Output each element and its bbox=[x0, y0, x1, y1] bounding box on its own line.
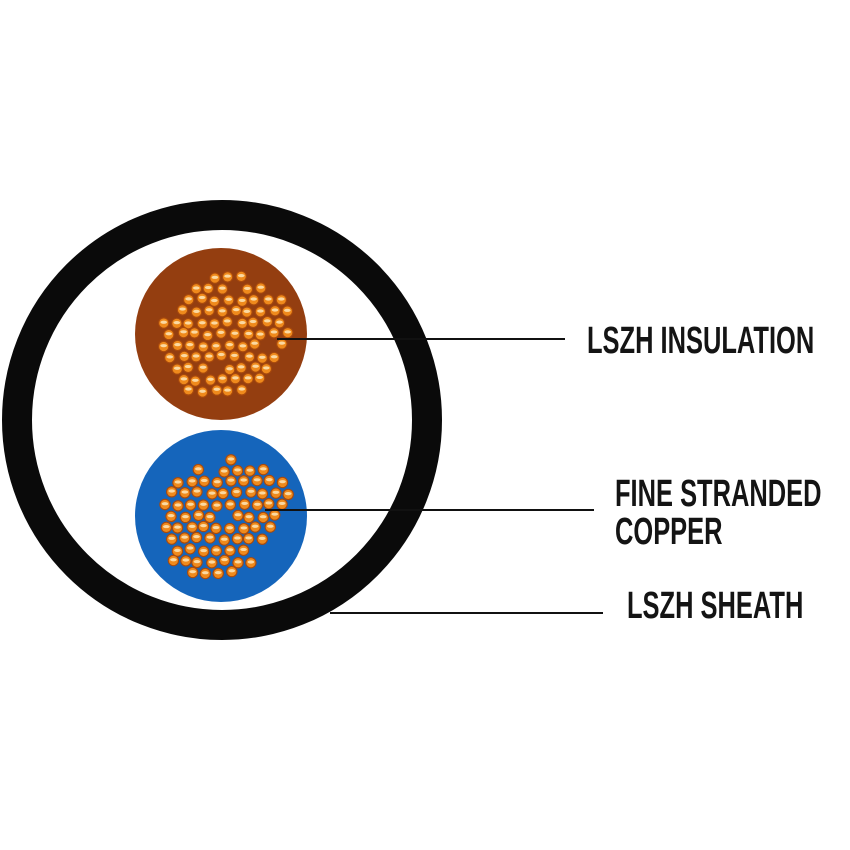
lszh-sheath-ring bbox=[2, 200, 442, 640]
copper-strands-bottom bbox=[159, 454, 294, 580]
label-lszh-sheath: LSZH SHEATH bbox=[627, 585, 804, 627]
label-fine-stranded-copper-line2: COPPER bbox=[615, 511, 723, 553]
label-fine-stranded-copper-line1: FINE STRANDED bbox=[615, 473, 822, 515]
label-lszh-insulation: LSZH INSULATION bbox=[587, 320, 815, 362]
copper-strands-top bbox=[157, 270, 294, 398]
label-fine-stranded-copper: FINE STRANDED COPPER bbox=[615, 475, 822, 551]
